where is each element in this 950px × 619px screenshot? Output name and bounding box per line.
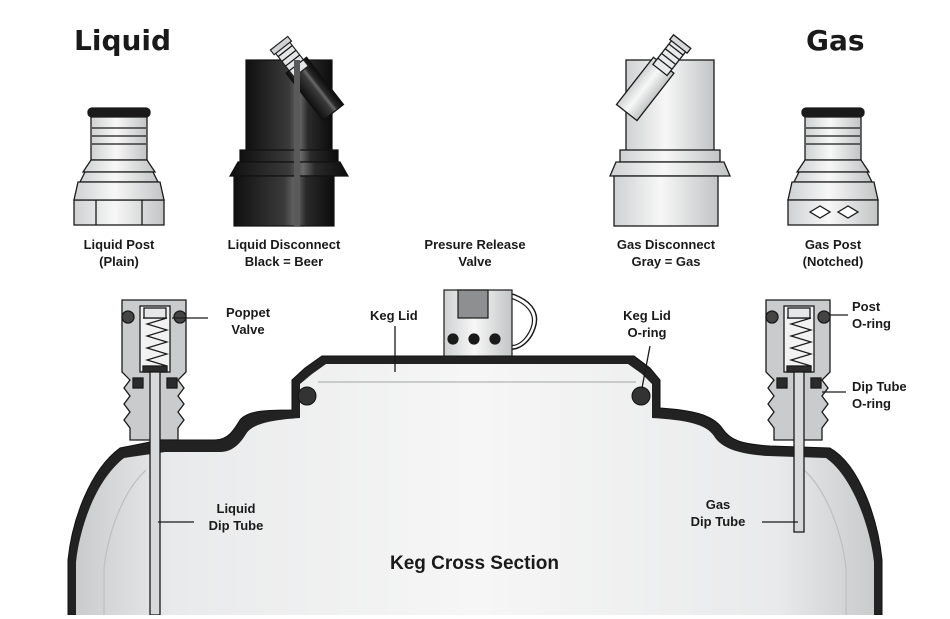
liquid-post-caption: Liquid Post (Plain) — [64, 236, 174, 270]
keg-cross-section-title: Keg Cross Section — [390, 553, 559, 574]
liquid-post-caption-line1: Liquid Post — [83, 237, 155, 252]
liquid-dip-tube-label: Liquid Dip Tube — [198, 500, 274, 534]
gas-heading: Gas — [806, 24, 865, 57]
keg-lid-oring-label: Keg Lid O-ring — [612, 307, 682, 341]
gas-post-caption-line1: Gas Post — [804, 237, 862, 252]
gas-dip-tube-label-line2: Dip Tube — [690, 514, 746, 529]
keg-body — [67, 355, 883, 616]
dip-tube-oring-label-line1: Dip Tube — [852, 379, 907, 394]
gas-post-caption-line2: (Notched) — [802, 254, 864, 269]
gas-post-section — [765, 299, 831, 533]
post-oring-label-line1: Post — [852, 299, 881, 314]
gas-disconnect-caption-line1: Gas Disconnect — [616, 237, 716, 252]
liquid-disconnect-icon — [228, 35, 350, 227]
gas-disconnect-icon — [609, 33, 731, 227]
pressure-valve-caption: Presure Release Valve — [405, 236, 545, 270]
liquid-disconnect-caption-line2: Black = Beer — [244, 254, 324, 269]
dip-tube-oring-label: Dip Tube O-ring — [852, 378, 907, 412]
lid-oring-right — [631, 386, 651, 406]
dip-tube-oring-label-line2: O-ring — [852, 396, 891, 411]
poppet-valve-label-line2: Valve — [231, 322, 265, 337]
keg-lid-oring-label-line2: O-ring — [627, 325, 667, 340]
leader-lines — [158, 314, 848, 523]
keg-lid-label: Keg Lid — [370, 307, 418, 324]
liquid-heading: Liquid — [74, 24, 172, 57]
liquid-dip-tube-label-line2: Dip Tube — [208, 518, 264, 533]
liquid-post-icon — [73, 107, 165, 226]
gas-dip-tube-label-line1: Gas — [705, 497, 731, 512]
post-oring-label-line2: O-ring — [852, 316, 891, 331]
liquid-post-section — [121, 299, 187, 616]
lid-oring-left — [297, 386, 317, 406]
liquid-dip-tube-label-line1: Liquid — [216, 501, 256, 516]
gas-post-icon — [787, 107, 879, 226]
keg-lid-oring-label-line1: Keg Lid — [623, 308, 671, 323]
post-oring-label: Post O-ring — [852, 298, 891, 332]
liquid-disconnect-caption-line1: Liquid Disconnect — [227, 237, 341, 252]
keg-lid-label-line1: Keg Lid — [370, 308, 418, 323]
pressure-valve-caption-line1: Presure Release — [424, 237, 526, 252]
gas-dip-tube-label: Gas Dip Tube — [680, 496, 756, 530]
liquid-disconnect-caption: Liquid Disconnect Black = Beer — [214, 236, 354, 270]
gas-disconnect-caption-line2: Gray = Gas — [631, 254, 701, 269]
gas-post-caption: Gas Post (Notched) — [780, 236, 886, 270]
gas-disconnect-caption: Gas Disconnect Gray = Gas — [596, 236, 736, 270]
liquid-post-caption-line2: (Plain) — [99, 254, 139, 269]
pressure-valve-caption-line2: Valve — [458, 254, 492, 269]
poppet-valve-label: Poppet Valve — [216, 304, 280, 338]
poppet-valve-label-line1: Poppet — [225, 305, 271, 320]
